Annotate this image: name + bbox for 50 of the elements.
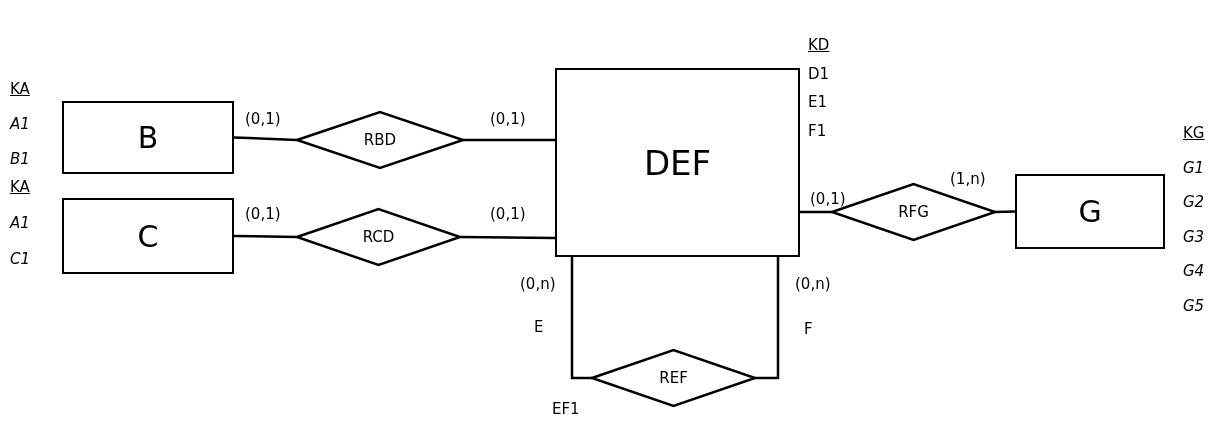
cardinality-label: (0,n) — [795, 275, 831, 293]
entity-box — [62, 101, 234, 174]
connector-line — [800, 210, 832, 214]
attribute-label: EF1 — [552, 400, 580, 418]
cardinality-label: (0,1) — [490, 110, 526, 128]
key-label: KG — [1183, 124, 1205, 142]
attribute-label: G2 — [1183, 193, 1205, 211]
cardinality-label: (0,n) — [520, 275, 556, 293]
role-label: E — [534, 318, 544, 336]
connector-line — [233, 234, 298, 239]
key-label: KA — [10, 80, 30, 98]
entity-box — [62, 198, 234, 274]
relationship-diamond — [297, 112, 463, 168]
entity-name: G — [1078, 194, 1102, 229]
cardinality-label: (0,1) — [490, 205, 526, 223]
attribute-label: C1 — [10, 250, 31, 268]
attribute-label: E1 — [808, 93, 828, 111]
cardinality-label: (0,1) — [810, 190, 846, 208]
entity-box — [1015, 174, 1165, 249]
relationship-name: RCD — [362, 228, 395, 246]
entity-name: C — [137, 218, 159, 254]
relationship-diamond — [297, 209, 460, 265]
attribute-label: G5 — [1183, 296, 1205, 315]
connector-line — [460, 235, 555, 240]
cardinality-label: (1,n) — [950, 170, 986, 188]
attribute-label: G1 — [1183, 158, 1205, 177]
attribute-label: G3 — [1183, 227, 1205, 246]
attribute-label: F1 — [808, 121, 827, 140]
connector-line — [463, 138, 555, 142]
attribute-label: B1 — [10, 150, 30, 168]
key-label: KD — [808, 36, 830, 54]
key-label: KA — [10, 178, 30, 196]
connector-line — [570, 257, 592, 380]
relationship-name: REF — [659, 369, 688, 387]
entity-name: B — [137, 120, 159, 155]
connector-line — [233, 136, 298, 142]
attribute-label: G4 — [1183, 262, 1205, 280]
cardinality-label: (0,1) — [245, 205, 281, 223]
cardinality-label: (0,1) — [245, 110, 281, 128]
connector-line — [994, 210, 1016, 214]
entity-box — [555, 68, 800, 257]
relationship-name: RFG — [898, 203, 929, 221]
connector-line — [755, 257, 780, 380]
role-label: F — [804, 320, 813, 338]
attribute-label: A1 — [10, 115, 30, 133]
relationship-diamond — [592, 350, 755, 406]
attribute-label: A1 — [10, 214, 30, 232]
relationship-name: RBD — [363, 131, 397, 149]
entity-name: DEF — [643, 142, 712, 183]
attribute-label: D1 — [808, 64, 830, 83]
